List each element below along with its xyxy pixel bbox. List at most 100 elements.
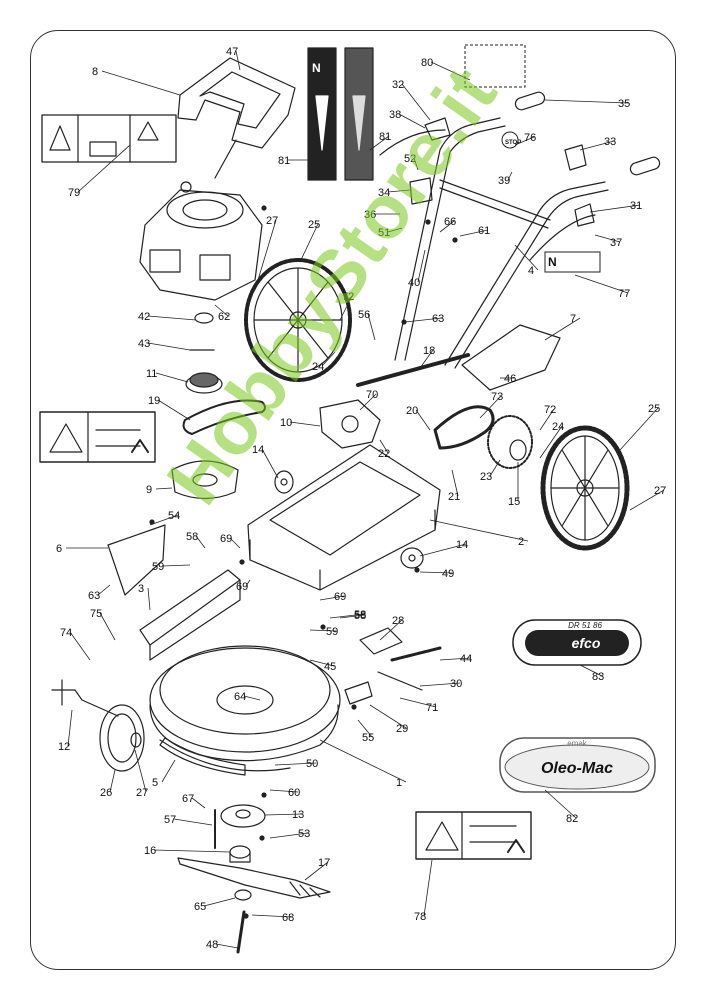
leader-c80 (430, 61, 471, 81)
leader-c54 (149, 514, 179, 526)
callout-number-60: 60 (288, 787, 300, 799)
leader-c72b (539, 408, 555, 431)
callout-number-25: 25 (308, 219, 320, 231)
callout-number-69: 69 (236, 581, 248, 593)
leader-c9 (155, 487, 173, 490)
leader-c44 (439, 657, 471, 661)
front-bracket-3 (139, 569, 241, 661)
decal-81-letter: N (312, 61, 321, 75)
sheet-border (30, 30, 676, 970)
callout-number-45: 45 (324, 661, 336, 673)
engine (139, 181, 263, 301)
leader-c51 (387, 227, 403, 233)
callout-number-44: 44 (460, 653, 472, 665)
callout-number-78: 78 (414, 911, 426, 923)
callout-number-72: 72 (544, 404, 556, 416)
leader-c78 (423, 859, 433, 917)
inset-box-80 (464, 44, 526, 88)
leader-c59a (161, 564, 191, 567)
leader-c71 (399, 697, 437, 708)
leader-c76 (514, 136, 535, 146)
callout-number-24: 24 (312, 361, 324, 373)
belt-19 (182, 399, 266, 435)
callout-number-56: 56 (358, 309, 370, 321)
callout-number-47: 47 (226, 46, 238, 58)
callout-number-48: 48 (206, 939, 218, 951)
callout-number-46: 46 (504, 373, 516, 385)
front-wheel-26 (99, 704, 145, 772)
callout-number-59: 59 (152, 561, 164, 573)
callout-number-72: 72 (342, 291, 354, 303)
leader-c38 (398, 113, 426, 129)
hub-14-right (400, 547, 424, 569)
callout-number-53: 53 (298, 828, 310, 840)
leader-c81b (369, 135, 390, 151)
leader-c12 (67, 709, 73, 747)
oleomac-logo: emak Oleo-Mac (499, 737, 656, 793)
callout-number-58: 58 (354, 609, 366, 621)
leader-c8 (101, 70, 181, 96)
leader-c58a (195, 535, 206, 549)
leader-c13 (264, 813, 303, 816)
callout-number-55: 55 (362, 732, 374, 744)
leader-c7 (544, 317, 581, 341)
leader-c63b (97, 584, 111, 596)
safety-label-79 (41, 114, 177, 163)
callout-number-22: 22 (378, 448, 390, 460)
blade-guard-9 (171, 460, 239, 500)
callout-number-27: 27 (654, 485, 666, 497)
decal-labels: N N STOP (312, 61, 557, 269)
callout-number-62: 62 (218, 311, 230, 323)
leader-c42 (147, 315, 197, 321)
leader-c24a (321, 351, 336, 367)
leader-c27b (629, 489, 665, 511)
side-plate-6 (107, 524, 166, 596)
grip-35 (514, 91, 661, 176)
leader-c68 (251, 914, 293, 918)
callout-number-14: 14 (456, 539, 468, 551)
callout-number-42: 42 (138, 311, 150, 323)
leader-c14b (419, 543, 467, 557)
leader-c4 (514, 244, 539, 271)
leader-c14a (261, 448, 279, 479)
leader-c69b (245, 579, 251, 587)
callout-number-75: 75 (90, 608, 102, 620)
leader-c50 (274, 762, 317, 766)
leader-c69a (229, 537, 241, 549)
callout-number-31: 31 (630, 200, 642, 212)
leader-c31 (589, 204, 641, 213)
callout-number-17: 17 (318, 857, 330, 869)
leader-c67 (191, 797, 206, 809)
callout-number-36: 36 (364, 209, 376, 221)
leader-c37 (594, 234, 621, 243)
grass-bag-frame (177, 57, 296, 179)
drive-belt-20 (433, 405, 495, 450)
callout-number-51: 51 (378, 227, 390, 239)
callout-number-83: 83 (592, 671, 604, 683)
callout-number-13: 13 (292, 809, 304, 821)
leader-c3 (147, 587, 151, 611)
callout-number-33: 33 (604, 136, 616, 148)
callout-number-71: 71 (426, 702, 438, 714)
control-lever-right (529, 144, 596, 261)
leader-c26 (109, 769, 116, 793)
leader-c5 (161, 759, 176, 783)
leader-c18 (419, 349, 434, 369)
leader-c1 (319, 739, 407, 783)
leader-c40 (417, 249, 426, 283)
leader-c61 (459, 229, 489, 237)
fasteners (149, 205, 458, 919)
leader-c60 (269, 789, 299, 793)
leader-c27c (134, 749, 147, 793)
callout-number-3: 3 (138, 583, 144, 595)
leader-c79 (77, 144, 131, 193)
leader-c83 (579, 664, 603, 677)
callout-number-54: 54 (168, 510, 180, 522)
callout-number-73: 73 (491, 391, 503, 403)
callout-number-10: 10 (280, 417, 292, 429)
callout-number-23: 23 (480, 471, 492, 483)
callout-number-20: 20 (406, 405, 418, 417)
callout-number-30: 30 (450, 678, 462, 690)
leader-c30 (419, 682, 461, 687)
